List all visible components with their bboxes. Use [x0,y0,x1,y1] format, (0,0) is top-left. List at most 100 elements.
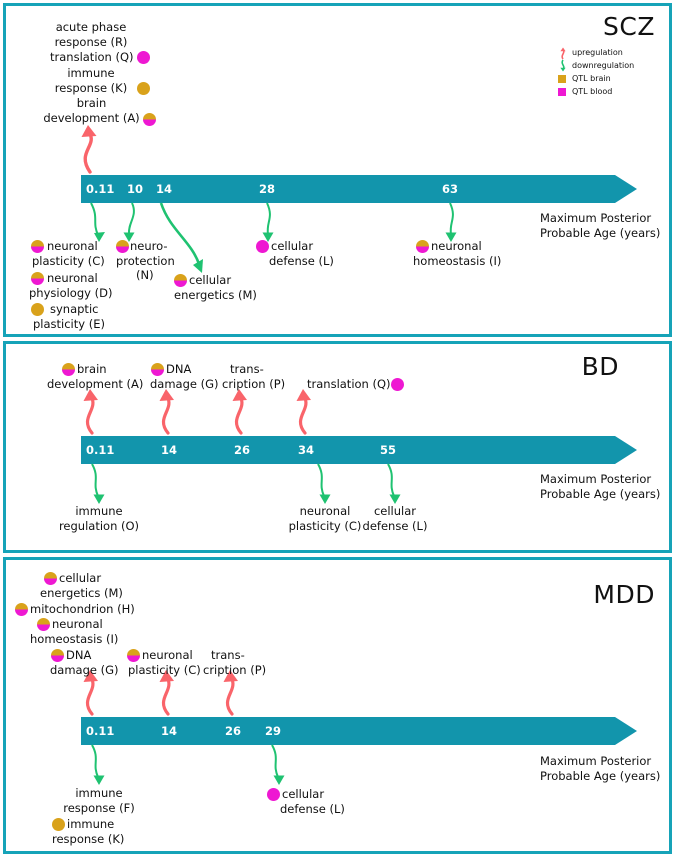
label-line1: cellular [282,787,325,801]
axis-caption-line2: Probable Age (years) [540,225,661,240]
label-line1: immune [75,504,123,518]
label-mdd-below-2: cellular defense (L) [280,787,345,816]
qtl-dot-mdd-C [127,649,140,662]
axis-caption-bd: Maximum Posterior Probable Age (years) [540,472,660,501]
qtl-dot-bd-Q [391,378,404,391]
label-line1: trans- [211,648,245,662]
label-scz-below-5: cellular defense (L) [269,239,334,268]
panel-bd: BD 0.11 14 26 34 55 Maximum Posterior Pr… [3,341,672,553]
axis-caption-line2: Probable Age (years) [540,768,661,783]
label-line1: translation (Q) [50,50,134,64]
panel-mdd: MDD 0.11 14 26 29 Maximum Posterior Prob… [3,557,672,854]
upregulation-arrow-icon [560,47,566,60]
label-line1: neuronal [52,617,103,631]
label-line1: cellular [271,239,314,253]
label-line1: acute phase [55,20,127,34]
label-mdd-above-2: neuronal homeostasis (I) [30,617,118,646]
legend-label-qtl-brain: QTL brain [572,74,611,83]
qtl-dot-scz-L [256,240,269,253]
label-mdd-above-3: DNA damage (G) [50,648,119,677]
label-line2: plasticity (C) [128,662,201,677]
label-line1: DNA [66,648,92,662]
label-line2: defense (L) [280,801,345,816]
tick-mdd-1: 14 [161,724,178,738]
label-line3: (N) [136,268,154,282]
label-line2: development (A) [43,110,140,125]
qtl-dot-mdd-K [52,818,65,831]
timeline-arrowhead-mdd [615,717,637,745]
label-mdd-above-1: mitochondrion (H) [30,602,135,617]
label-line2: plasticity (C) [288,518,362,533]
timeline-bar-scz [81,175,615,203]
qtl-dot-scz-N [116,240,129,253]
panel-scz: SCZ upregulation downregulation QTL brai… [3,3,672,337]
qtl-dot-mdd-L [267,788,280,801]
label-line1: synaptic [50,302,99,316]
label-scz-below-2: synaptic plasticity (E) [33,302,105,331]
qtl-dot-scz-E [31,303,44,316]
axis-caption-scz: Maximum Posterior Probable Age (years) [540,211,660,240]
label-line2: damage (G) [150,376,219,391]
legend-label-qtl-blood: QTL blood [572,87,613,96]
axis-caption-line2: Probable Age (years) [540,486,661,501]
timeline-arrowhead-bd [615,436,637,464]
label-mdd-above-4: neuronal plasticity (C) [128,648,201,677]
qtl-dot-mdd-H [15,603,28,616]
tick-bd-0: 0.11 [86,443,115,457]
label-line1: cellular [373,504,417,518]
label-line1: cellular [189,273,232,287]
label-line1: neuronal [47,239,98,253]
qtl-dot-scz-Q [137,51,150,64]
label-line1: mitochondrion (H) [30,602,135,616]
label-scz-above-0: acute phase response (R) [46,20,136,49]
label-line2: response (F) [63,800,135,815]
label-line1: neuronal [47,271,98,285]
label-line1: brain [77,362,107,376]
tick-scz-2: 14 [156,182,173,196]
label-line1: trans- [230,362,264,376]
qtl-dot-scz-C [31,240,44,253]
label-scz-above-3: brain development (A) [39,96,144,125]
label-line1: neuronal [431,239,482,253]
qtl-dot-scz-D [31,272,44,285]
label-bd-above-1: DNA damage (G) [150,362,219,391]
label-line1: cellular [59,571,102,585]
tick-bd-2: 26 [234,443,251,457]
label-line2: regulation (O) [58,518,140,533]
qtl-dot-mdd-G [51,649,64,662]
qtl-dot-mdd-I [37,618,50,631]
label-line2: homeostasis (I) [413,253,502,268]
label-line2: plasticity (C) [32,253,105,268]
tick-scz-0: 0.11 [86,182,115,196]
label-bd-below-0: immune regulation (O) [48,504,150,533]
timeline-bar-bd [81,436,615,464]
legend-label-downregulation: downregulation [572,61,635,70]
legend-row-downregulation: downregulation [557,59,653,73]
label-line1: neuronal [299,504,351,518]
label-line2: cription (P) [203,662,267,677]
label-line1: translation (Q) [307,377,391,391]
axis-caption-line1: Maximum Posterior [540,754,652,768]
qtl-dot-scz-K [137,82,150,95]
label-bd-below-1: neuronal plasticity (C) [274,504,376,533]
label-line2: homeostasis (I) [30,631,119,646]
label-bd-above-2: trans- cription (P) [222,362,285,391]
qtl-dot-scz-M [174,274,187,287]
label-scz-below-4: cellular energetics (M) [174,273,257,302]
label-line1: neuronal [142,648,193,662]
label-line2: plasticity (E) [33,316,105,331]
label-scz-above-1: translation (Q) [50,50,134,65]
label-mdd-below-1: immune response (K) [52,817,124,846]
axis-caption-line1: Maximum Posterior [540,472,652,486]
label-line2: defense (L) [269,253,334,268]
panel-title-mdd: MDD [593,580,655,609]
downregulation-arrow-icon [560,59,566,72]
tick-mdd-0: 0.11 [86,724,115,738]
label-scz-below-1: neuronal physiology (D) [29,271,112,300]
label-line1: brain [76,96,107,110]
label-mdd-below-0: immune response (F) [48,786,150,815]
label-bd-above-3: translation (Q) [307,377,391,392]
qtl-dot-scz-A [143,113,156,126]
qtl-dot-bd-A [62,363,75,376]
qtl-dot-mdd-M [44,572,57,585]
